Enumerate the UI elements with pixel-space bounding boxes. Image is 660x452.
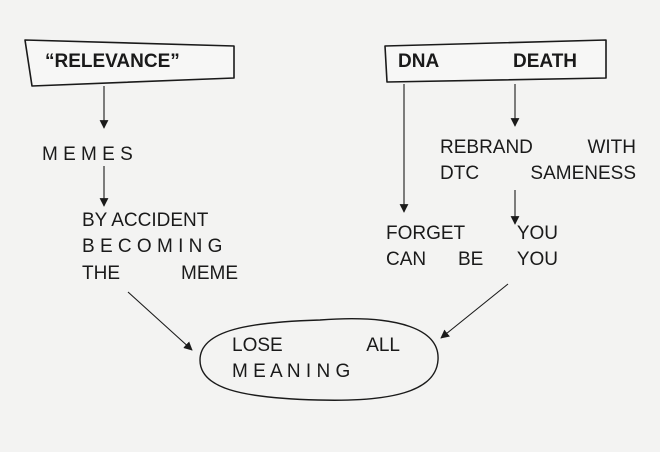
- you-word-1: YOU: [516, 223, 558, 244]
- meaning-ellipse: [199, 318, 439, 401]
- lose-all-line: LOSE ALL: [232, 334, 400, 358]
- the-meme-line: THE MEME: [82, 262, 238, 286]
- be-word: BE: [458, 249, 484, 270]
- meaning-label: M E A N I N G: [232, 361, 351, 382]
- becoming-label: B E C O M I N G: [82, 236, 223, 257]
- meme-word: MEME: [181, 263, 238, 284]
- rebrand-with-line: REBRAND WITH: [440, 136, 636, 160]
- memes-label: M E M E S: [42, 144, 133, 165]
- sameness-word: SAMENESS: [530, 163, 636, 184]
- relevance-box: [24, 39, 235, 87]
- dtc-sameness-line: DTC SAMENESS: [440, 162, 636, 186]
- by-accident-label: BY ACCIDENT: [82, 210, 209, 231]
- dna-label: DNA: [398, 51, 440, 72]
- the-word: THE: [82, 263, 120, 284]
- relevance-label: “RELEVANCE”: [45, 51, 180, 72]
- you-word-2: YOU: [516, 249, 558, 270]
- lose-word: LOSE: [232, 335, 283, 356]
- rebrand-word: REBRAND: [440, 137, 533, 158]
- dna-death-box: [384, 39, 607, 83]
- arrow-meme-meaning: [127, 291, 193, 351]
- death-label: DEATH: [513, 51, 578, 72]
- all-word: ALL: [366, 335, 400, 356]
- dtc-word: DTC: [440, 163, 480, 184]
- forget-word: FORGET: [386, 223, 466, 244]
- arrow-you-meaning: [440, 283, 509, 339]
- forget-you-line: FORGET YOU: [386, 222, 558, 246]
- with-word: WITH: [587, 137, 636, 158]
- can-word: CAN: [386, 249, 427, 270]
